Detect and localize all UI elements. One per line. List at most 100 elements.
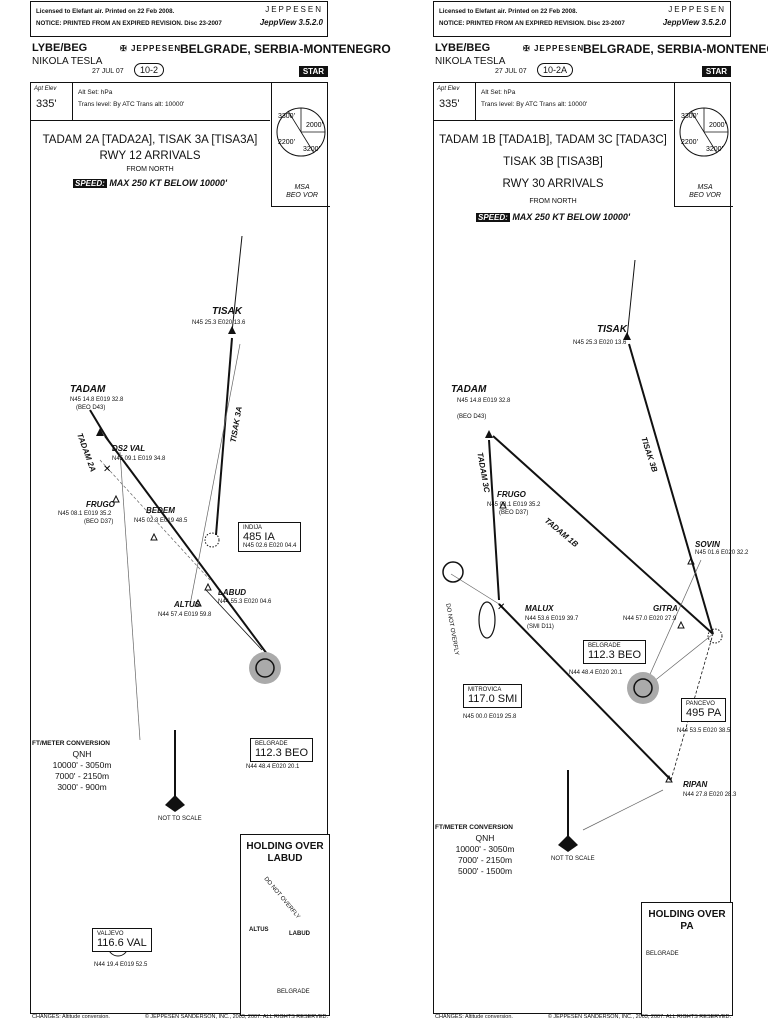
tadam-sub: (BEO D43)	[76, 405, 106, 411]
bedem-fix-icon	[150, 532, 158, 541]
track-170	[231, 235, 243, 333]
elevation-box: Apt Elev 335'	[433, 82, 476, 121]
tadam-fix-icon	[485, 430, 493, 438]
fix-sovin: SOVIN	[695, 540, 720, 549]
changes-note: CHANGES: Altitude conversion.	[435, 1014, 513, 1020]
msa-sector-3: 2200'	[278, 139, 295, 146]
airport-id: LYBE/BEG	[435, 42, 491, 54]
val-name: VALJEVO	[97, 931, 124, 937]
conv-title: FT/METER CONVERSION	[435, 824, 514, 831]
sovin-coord: N45 01.6 E020 32.2	[695, 550, 749, 556]
transition-info: Trans level: By ATC Trans alt: 10000'	[78, 101, 185, 108]
smi-vor-box: MITROVICA 117.0 SMI	[463, 684, 523, 708]
msa-sector-4: 3200'	[303, 146, 320, 153]
track-170	[626, 259, 636, 339]
procedure-title: TADAM 2A [TADA2A], TISAK 3A [TISA3A]	[42, 134, 258, 146]
conversion-table: FT/METER CONVERSION QNH 10000' - 3050m 7…	[435, 822, 535, 877]
frugo-fix-icon	[112, 494, 120, 503]
chart-page-10-2: Licensed to Elefant air. Printed on 22 F…	[30, 0, 391, 1024]
chart-page-10-2a: Licensed to Elefant air. Printed on 22 F…	[433, 0, 768, 1024]
fix-tisak: TISAK	[212, 306, 242, 317]
radial-051	[582, 789, 664, 831]
airport-name: NIKOLA TESLA	[435, 56, 506, 67]
mitro-coord: N45 00.0 E019 25.8	[463, 714, 517, 720]
tisak-coord: N45 25.3 E020 13.6	[192, 320, 246, 326]
speed-tag: SPEED:	[476, 213, 510, 222]
conv-row-2: 7000' - 2150m	[457, 855, 513, 865]
altus-coord: N44 57.4 E019 59.8	[158, 612, 212, 618]
msa-sector-4: 3200'	[706, 146, 723, 153]
mitro-freq: 117.0 SMI	[468, 693, 518, 705]
smi-vor-icon	[442, 561, 464, 583]
malux-hold-icon	[478, 601, 496, 639]
expired-notice: NOTICE: PRINTED FROM AN EXPIRED REVISION…	[439, 20, 625, 27]
beo-vor-halo	[249, 652, 281, 684]
sovin-fix-icon	[687, 556, 695, 565]
beo-name: BELGRADE	[588, 643, 621, 649]
val-vor-box: VALJEVO 116.6 VAL	[92, 928, 152, 952]
expired-notice: NOTICE: PRINTED FROM AN EXPIRED REVISION…	[36, 20, 222, 27]
radial-343	[119, 451, 141, 741]
hold-fix-altus: ALTUS	[249, 927, 269, 933]
ripan-coord: N44 27.8 E020 28.3	[683, 792, 737, 798]
gitra-coord: N44 57.0 E020 27.9	[623, 616, 677, 622]
header-divider	[433, 120, 673, 121]
labud-fix-icon	[204, 582, 212, 591]
tisak-coord: N45 25.3 E020 13.6	[573, 340, 627, 346]
gitra-fix-icon	[677, 620, 685, 629]
track-tadam1b	[492, 435, 714, 635]
altus-fix-icon	[194, 598, 202, 607]
fix-gitra: GITRA	[653, 604, 678, 613]
frugo-sub: (BEO D37)	[84, 519, 114, 525]
mitro-name: MITROVICA	[468, 687, 502, 693]
license-notice: Licensed to Elefant air. Printed on 22 F…	[30, 1, 328, 37]
from-direction: FROM NORTH	[529, 198, 577, 205]
msa-sector-1: 3300'	[681, 113, 698, 120]
malux-cross-icon: ✕	[497, 602, 505, 613]
conv-qnh: QNH	[475, 833, 495, 843]
pa-name: PANCEVO	[686, 701, 715, 707]
chart-type-badge: STAR	[298, 66, 328, 77]
hold-title: HOLDING OVER LABUD	[246, 841, 324, 864]
ds2-cross-icon: ✕	[103, 464, 111, 475]
altimeter-setting: Alt Set: hPa	[78, 89, 113, 96]
msa-sector-3: 2200'	[681, 139, 698, 146]
airport-name: NIKOLA TESLA	[32, 56, 103, 67]
elev-value: 335'	[439, 98, 460, 110]
chart-date: 27 JUL 07	[495, 68, 527, 75]
not-to-scale: NOT TO SCALE	[158, 816, 202, 822]
track-labud	[205, 589, 263, 651]
radial-337	[189, 343, 241, 606]
speed-restriction: SPEED: MAX 250 KT BELOW 10000'	[433, 212, 673, 222]
beo-vor-halo	[627, 672, 659, 704]
transition-info: Trans level: By ATC Trans alt: 10000'	[481, 101, 588, 108]
fix-frugo: FRUGO	[86, 500, 115, 509]
procedure-title: TADAM 1B [TADA1B], TADAM 3C [TADA3C]	[439, 134, 667, 146]
beo-vor-icon	[255, 658, 275, 678]
holding-inset: HOLDING OVER PA BELGRADE	[641, 902, 733, 1016]
val-coord: N44 19.4 E019 52.5	[94, 962, 148, 968]
beo-name: BELGRADE	[255, 741, 288, 747]
beo-vor-box: BELGRADE 112.3 BEO	[583, 640, 646, 664]
frugo-coord: N45 08.1 E019 35.2	[487, 502, 541, 508]
brand-name: JEPPESEN	[265, 5, 323, 14]
ripan-fix-icon	[665, 774, 673, 783]
conv-row-2: 7000' - 2150m	[54, 771, 110, 781]
beo-vor-box: BELGRADE 112.3 BEO	[250, 738, 313, 762]
copyright: © JEPPESEN SANDERSON, INC., 2003, 2007. …	[547, 1014, 731, 1020]
msa-compass-icon: 3300' 2000' 2200' 3200'	[679, 107, 729, 157]
fix-bedem: BEDEM	[146, 506, 175, 515]
jeppesen-logo: ✠ JEPPESEN	[523, 44, 585, 53]
header-divider	[30, 120, 270, 121]
pa-freq: 495 PA	[686, 707, 722, 719]
fix-tisak: TISAK	[597, 324, 627, 335]
ndb-indija-icon	[204, 532, 220, 548]
beo-vor-icon	[633, 678, 653, 698]
hold-beo-name: BELGRADE	[646, 951, 679, 957]
chart-number: 10-2	[134, 63, 165, 77]
ndb-name: INDIJA	[243, 525, 263, 531]
logo-text: JEPPESEN	[533, 44, 585, 53]
msa-compass-icon: 3300' 2000' 2200' 3200'	[276, 107, 326, 157]
conv-row-1: 10000' - 3050m	[455, 844, 515, 854]
brand-name: JEPPESEN	[668, 5, 726, 14]
